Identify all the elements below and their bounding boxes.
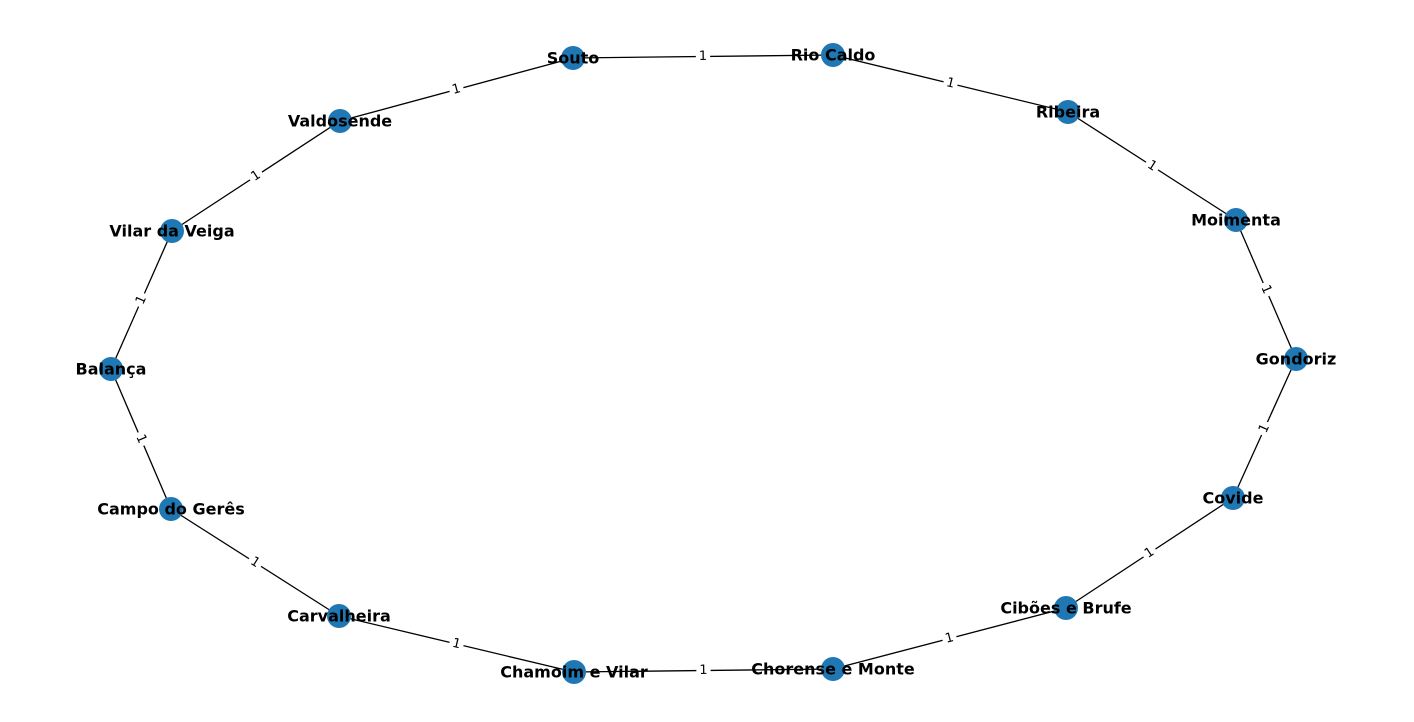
node-covide — [1221, 486, 1245, 510]
edge-label-group: 1 — [130, 290, 153, 310]
edge-label-background — [130, 290, 153, 310]
node-label-gondoriz: Gondoriz — [1256, 350, 1337, 369]
edge-label-group: 1 — [696, 661, 711, 680]
node-carvalheira — [327, 604, 351, 628]
edge-label-group: 1 — [695, 47, 711, 66]
edge-label-group: 1 — [941, 73, 960, 94]
edge-label-background — [941, 73, 960, 94]
node-label-covide: Covide — [1203, 489, 1264, 508]
edge-label-group: 1 — [447, 634, 466, 654]
edge-label-group: 1 — [940, 628, 959, 649]
node-ribeira — [1056, 100, 1080, 124]
node-campo-do-geres — [159, 497, 183, 521]
edge-label-background — [695, 47, 711, 66]
edge-label-group: 1 — [1255, 279, 1277, 300]
edge-label-background — [1138, 541, 1161, 565]
edge-label-group: 1 — [130, 429, 152, 449]
node-moimenta — [1224, 208, 1248, 232]
edge-label-background — [1255, 279, 1277, 300]
edge-label: 1 — [451, 636, 463, 653]
edge-label-group: 1 — [1253, 418, 1276, 439]
node-ciboes-e-brufe — [1054, 596, 1078, 620]
edge-label-group: 1 — [244, 551, 266, 574]
node-label-chorense-e-monte: Chorense e Monte — [751, 660, 915, 679]
edge-label-group: 1 — [447, 79, 466, 100]
node-chorense-e-monte — [821, 657, 845, 681]
node-vilar-da-veiga — [160, 219, 184, 243]
node-chamoim-e-vilar — [562, 660, 586, 684]
node-label-valdosende: Valdosende — [288, 112, 392, 131]
edge-label-background — [696, 661, 711, 680]
node-balanca — [99, 357, 123, 381]
node-label-souto: Souto — [547, 49, 600, 68]
node-labels-layer: Souto Rio CaldoRibeiraMoimentaGondorizCov… — [76, 46, 1337, 682]
edge-label-background — [1253, 418, 1276, 439]
node-rio-caldo — [821, 43, 845, 67]
edge-label: 1 — [944, 630, 956, 647]
edge-label-group: 1 — [1138, 541, 1161, 565]
edge-label: 1 — [945, 75, 957, 92]
edge-label-background — [244, 551, 266, 574]
node-souto — [561, 46, 585, 70]
edge-label-background — [940, 628, 959, 649]
edge-label-background — [447, 79, 466, 100]
edge-label-group: 1 — [245, 164, 267, 188]
node-valdosende — [328, 109, 352, 133]
edge-label-background — [130, 429, 152, 449]
node-label-vilar-da-veiga: Vilar da Veiga — [109, 222, 234, 241]
node-label-balanca: Balança — [76, 360, 147, 379]
edge-labels-layer: 1 1 1 1 1 1 1 1 1 1 1 1 1 1 — [130, 47, 1277, 680]
nodes-layer — [99, 43, 1308, 684]
node-label-chamoim-e-vilar: Chamoim e Vilar — [500, 663, 648, 682]
node-label-rio-caldo: Rio Caldo — [791, 46, 876, 65]
edge-label-background — [1141, 154, 1163, 178]
edge-label-background — [447, 634, 466, 654]
node-label-carvalheira: Carvalheira — [287, 607, 391, 626]
node-label-campo-do-geres: Campo do Gerês — [97, 500, 245, 519]
node-label-ciboes-e-brufe: Cibões e Brufe — [1000, 599, 1131, 618]
node-label-ribeira: Ribeira — [1036, 103, 1100, 122]
edges-layer — [110, 54, 1297, 673]
edge-label-background — [245, 164, 267, 188]
node-label-moimenta: Moimenta — [1191, 211, 1281, 230]
edge-label: 1 — [451, 81, 463, 98]
edge-label: 1 — [699, 663, 707, 678]
edge-label-group: 1 — [1141, 154, 1163, 178]
node-gondoriz — [1284, 347, 1308, 371]
edge-label: 1 — [699, 49, 707, 64]
